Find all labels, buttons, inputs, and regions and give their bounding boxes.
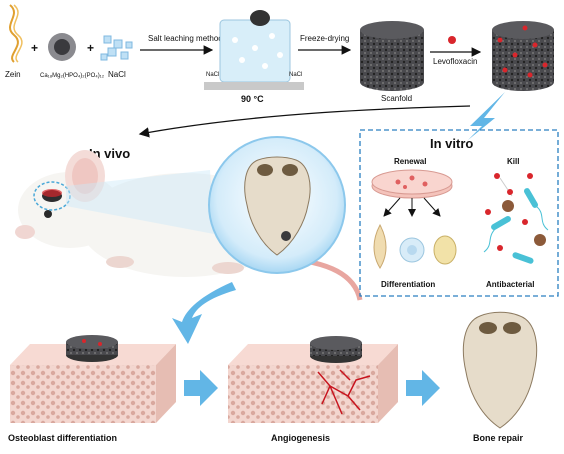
nacl-crystals-icon bbox=[100, 35, 133, 61]
nacl-label: NaCl bbox=[108, 70, 126, 79]
levofloxacin-icon bbox=[448, 36, 456, 44]
plus-sign-2: + bbox=[87, 41, 94, 55]
freeze-drying-label: Freeze-drying bbox=[300, 34, 349, 43]
in-vitro-label: In vitro bbox=[430, 136, 473, 151]
arrow-to-in-vitro bbox=[468, 92, 505, 140]
loaded-scaffold-cylinder bbox=[492, 21, 554, 91]
plus-sign: + bbox=[31, 41, 38, 55]
osteoblast-label: Osteoblast differentiation bbox=[8, 433, 117, 443]
zoom-beam bbox=[66, 170, 214, 234]
beaker-nacl-left: NaCl bbox=[206, 72, 219, 78]
zein-fiber-icon bbox=[9, 4, 23, 63]
zein-label: Zein bbox=[5, 70, 21, 79]
angiogenesis-label: Angiogenesis bbox=[271, 433, 330, 443]
levofloxacin-label: Levofloxacin bbox=[433, 57, 477, 66]
differentiation-label: Differentiation bbox=[381, 280, 435, 289]
arrow-bottom-2 bbox=[406, 370, 440, 406]
petri-dish-icon bbox=[371, 169, 453, 199]
arrow-to-bottom bbox=[172, 282, 236, 344]
arrow-to-in-vivo bbox=[138, 105, 471, 138]
beaker-nacl-right: NaCl bbox=[289, 72, 302, 78]
bacteria-icon bbox=[483, 173, 549, 264]
antibacterial-label: Antibacterial bbox=[486, 280, 534, 289]
salt-leaching-label: Salt leaching method bbox=[148, 34, 223, 43]
bone-repair-label: Bone repair bbox=[473, 433, 524, 443]
in-vivo-label: In vivo bbox=[89, 146, 130, 161]
kill-label: Kill bbox=[507, 157, 519, 166]
in-vitro-panel bbox=[359, 129, 559, 297]
arrow-diff-3 bbox=[423, 197, 441, 217]
cell-icons bbox=[373, 223, 457, 269]
osteoblast-block bbox=[10, 335, 176, 423]
cmp-label: Ca₁₈Mg₂(HPO₄)₂(PO₄)₁₂ bbox=[40, 73, 105, 79]
arrow-diff-1 bbox=[383, 197, 401, 217]
arrow-bottom-1 bbox=[184, 370, 218, 406]
angiogenesis-block bbox=[228, 336, 398, 423]
particle-icon bbox=[48, 33, 76, 61]
skull-icon bbox=[244, 156, 311, 256]
scaffold-label: Scanfold bbox=[381, 94, 412, 103]
renewal-label: Renewal bbox=[394, 157, 426, 166]
repaired-skull-icon bbox=[462, 311, 538, 429]
temperature-label: 90 °C bbox=[241, 94, 264, 104]
scaffold-cylinder bbox=[360, 21, 424, 91]
beaker-icon bbox=[204, 10, 304, 90]
